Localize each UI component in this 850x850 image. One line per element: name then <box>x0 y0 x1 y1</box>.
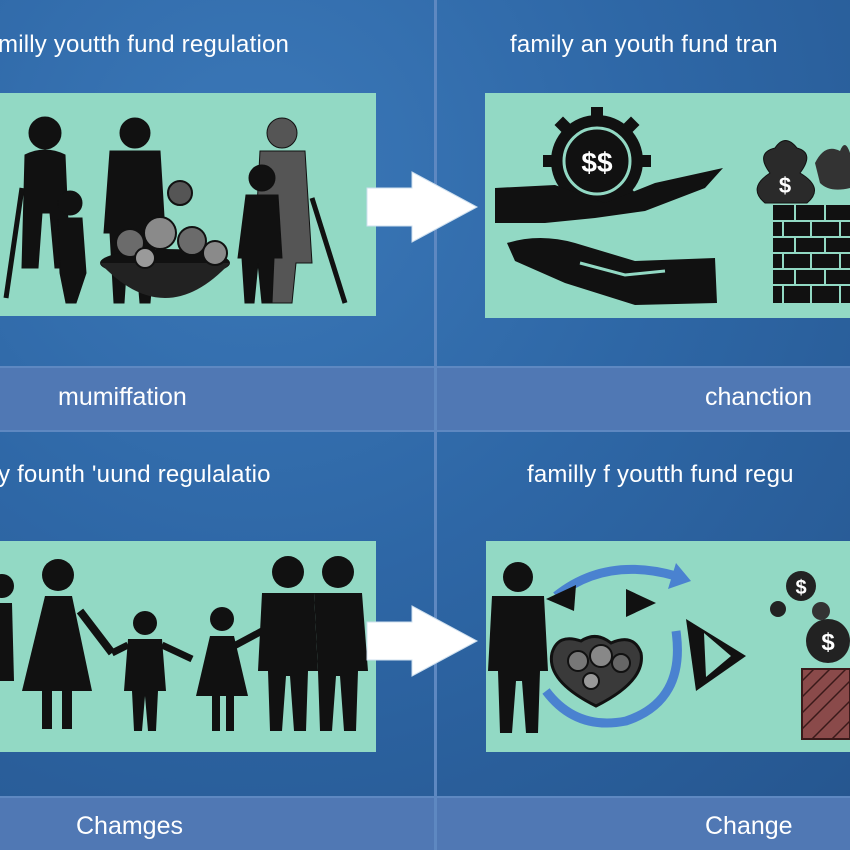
svg-text:$$: $$ <box>581 147 613 178</box>
panel-title: milly youtth fund regulation <box>0 31 290 58</box>
brick-wall-icon <box>773 205 850 303</box>
panel-caption: Chamges <box>76 812 183 840</box>
svg-text:$: $ <box>779 173 791 198</box>
fund-cycle-illustration: $ $ <box>488 562 850 740</box>
heart-coins-icon <box>549 635 643 708</box>
panel-caption: mumiffation <box>58 383 187 411</box>
panel-caption: chanction <box>705 383 813 411</box>
caption-bar <box>0 798 434 850</box>
caption-bar <box>437 368 850 430</box>
woman-head-icon <box>42 559 74 591</box>
right-arrow-icon <box>366 171 479 243</box>
horizontal-divider-bottom <box>0 796 850 798</box>
person-icon <box>488 562 548 733</box>
coin-basket-icon <box>100 180 230 298</box>
cane-icon <box>3 187 25 299</box>
woman-body-icon <box>22 596 92 691</box>
cycle-arrows-icon <box>542 563 746 728</box>
family-savings-illustration <box>3 116 348 304</box>
right-arrow-icon <box>366 605 479 677</box>
giving-hand-icon <box>495 168 723 223</box>
dollar-coins-icon: $ $ <box>770 571 850 663</box>
fund-transfer-illustration: $$ $ <box>495 107 850 305</box>
panel-title: familly f youtth fund regu <box>527 461 794 488</box>
panel-title: family an youth fund tran <box>510 31 778 58</box>
svg-text:$: $ <box>821 629 835 656</box>
adult-head-icon <box>28 116 62 150</box>
panel-title: y founth 'uund regulalatio <box>0 461 271 488</box>
money-bag-icon: $ <box>756 140 850 204</box>
horizontal-divider-middle <box>0 430 850 432</box>
vertical-divider <box>434 0 437 850</box>
panel-caption: Change <box>705 812 793 840</box>
svg-text:$: $ <box>795 577 806 599</box>
caption-bar <box>437 798 850 850</box>
caption-bar <box>0 368 434 430</box>
adult-body-icon <box>21 149 71 269</box>
family-silhouettes-illustration <box>0 556 368 731</box>
horizontal-divider-top <box>0 366 850 368</box>
